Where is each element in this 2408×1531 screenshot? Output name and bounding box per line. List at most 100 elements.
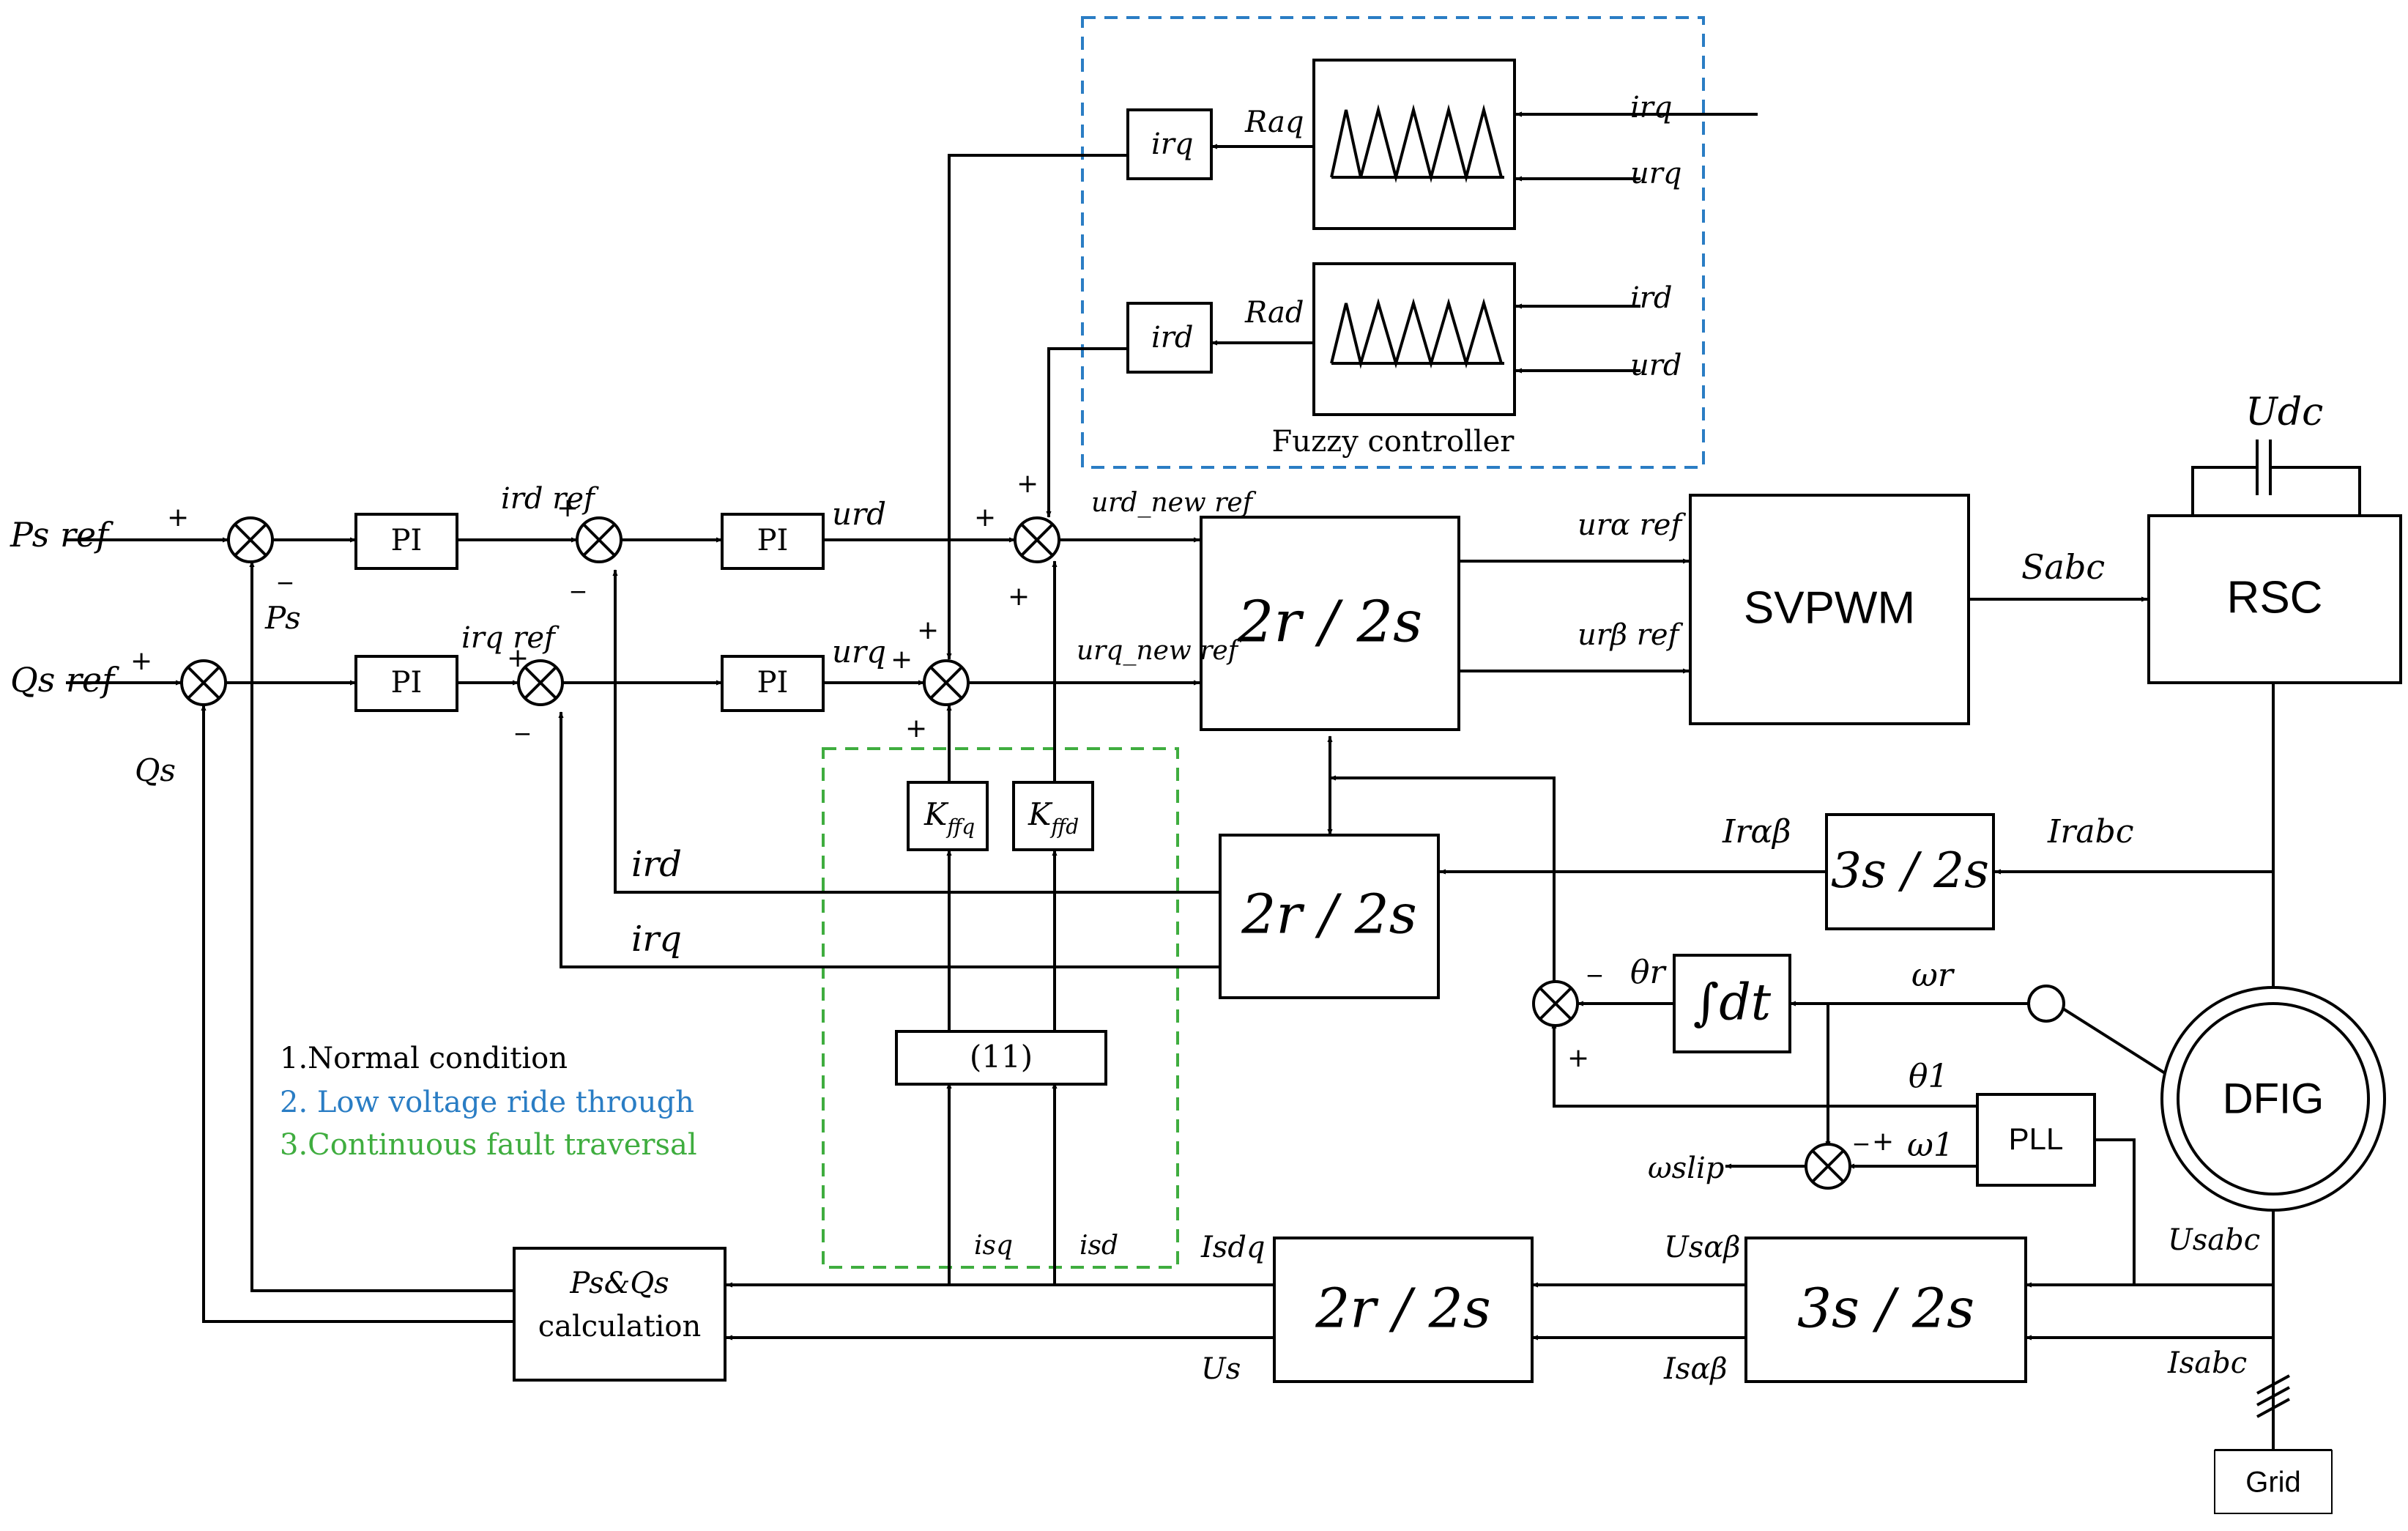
- svg-text:‒: ‒: [1853, 1128, 1870, 1158]
- svg-text:+: +: [891, 645, 913, 675]
- svg-text:(11): (11): [970, 1039, 1033, 1075]
- kffq-block: Kffq: [907, 781, 989, 851]
- label-isq: isq: [974, 1231, 1013, 1261]
- sum-junction-urq: [923, 659, 970, 706]
- label-ir-alpha-beta: Irαβ: [1722, 813, 1791, 850]
- label-urd: urd: [832, 496, 886, 532]
- svg-text:3s / 2s: 3s / 2s: [1797, 1277, 1974, 1340]
- label-urd-new: urd_new ref: [1091, 488, 1257, 518]
- svg-text:∫dt: ∫dt: [1693, 974, 1772, 1032]
- transform-2r2s-top: 2r / 2s: [1200, 516, 1460, 731]
- pi-block-1: PI: [354, 513, 458, 570]
- label-isabc: Isabc: [2167, 1346, 2247, 1380]
- label-qs: Qs: [135, 752, 176, 788]
- fuzzy-controller-region: [1081, 16, 1705, 469]
- svg-text:3s / 2s: 3s / 2s: [1831, 842, 1989, 899]
- label-isd: isd: [1079, 1231, 1118, 1261]
- svg-text:irq: irq: [1151, 127, 1194, 161]
- pi-block-3: PI: [354, 655, 458, 712]
- fuzzy-irq-block: irq: [1126, 108, 1213, 180]
- svg-text:+: +: [167, 503, 189, 533]
- transform-2r2s-mid: 2r / 2s: [1219, 834, 1440, 999]
- svg-text:ird: ird: [1151, 321, 1194, 355]
- fuzzy-membership-q: [1312, 59, 1516, 230]
- label-urq: urq: [832, 634, 886, 670]
- label-ps-ref: Ps ref: [10, 515, 114, 555]
- svg-text:+: +: [1017, 469, 1038, 499]
- svg-text:+: +: [130, 646, 152, 676]
- label-omega-slip: ωslip: [1648, 1152, 1724, 1185]
- label-ur-alpha: urα ref: [1578, 508, 1686, 542]
- feedforward-region: [822, 747, 1179, 1269]
- svg-text:Grid: Grid: [2245, 1467, 2301, 1499]
- sum-junction-theta: [1532, 980, 1579, 1027]
- svg-text:Kffd: Kffd: [1028, 796, 1079, 839]
- svg-text:PI: PI: [391, 524, 423, 557]
- fuzzy-controller-label: Fuzzy controller: [1272, 425, 1515, 459]
- legend-item-cft: 3.Continuous fault traversal: [280, 1128, 697, 1162]
- label-usabc: Usabc: [2168, 1223, 2260, 1257]
- label-omega-r: ωr: [1911, 957, 1955, 994]
- label-rad: Rad: [1244, 296, 1304, 330]
- label-fuzzy-urq: urq: [1630, 157, 1682, 190]
- label-fuzzy-irq: irq: [1630, 91, 1673, 125]
- psqs-calculation-block: Ps&Qs calculation: [513, 1247, 727, 1382]
- sum-junction-ird: [576, 516, 623, 563]
- label-ur-beta: urβ ref: [1578, 618, 1684, 652]
- transform-3s2s-bottom: 3s / 2s: [1744, 1237, 2027, 1383]
- dfig-machine: DFIG: [2160, 986, 2386, 1212]
- svg-text:2r / 2s: 2r / 2s: [1315, 1277, 1491, 1340]
- svpwm-block: SVPWM: [1689, 494, 1970, 725]
- svg-text:+: +: [1008, 582, 1030, 612]
- svg-text:+: +: [974, 503, 996, 533]
- label-us: Us: [1201, 1352, 1241, 1386]
- svg-text:PI: PI: [757, 666, 789, 700]
- transform-3s2s-mid: 3s / 2s: [1825, 813, 1995, 930]
- rsc-block: RSC: [2147, 514, 2402, 684]
- svg-text:calculation: calculation: [538, 1310, 702, 1343]
- svg-text:SVPWM: SVPWM: [1744, 582, 1915, 633]
- legend-item-lvrt: 2. Low voltage ride through: [280, 1086, 694, 1119]
- label-ps: Ps: [264, 600, 301, 636]
- sum-junction-qs: [180, 659, 227, 706]
- label-irq-ref: irq ref: [461, 621, 560, 655]
- svg-text:‒: ‒: [277, 567, 294, 597]
- svg-text:Kffq: Kffq: [924, 796, 975, 839]
- label-fuzzy-urd: urd: [1630, 349, 1682, 382]
- label-is-alpha-beta: Isαβ: [1663, 1352, 1727, 1386]
- integrator-block: ∫dt: [1673, 954, 1791, 1053]
- svg-text:‒: ‒: [570, 576, 587, 606]
- svg-text:+: +: [917, 615, 939, 645]
- svg-text:2r / 2s: 2r / 2s: [1237, 590, 1422, 656]
- label-irq-feedback: irq: [631, 919, 682, 960]
- svg-text:2r / 2s: 2r / 2s: [1241, 883, 1417, 946]
- sum-junction-ps: [227, 516, 274, 563]
- legend-item-normal: 1.Normal condition: [280, 1042, 568, 1075]
- label-urq-new: urq_new ref: [1077, 636, 1242, 666]
- svg-text:DFIG: DFIG: [2223, 1075, 2325, 1122]
- svg-text:PI: PI: [757, 524, 789, 557]
- sum-junction-urd: [1014, 516, 1060, 563]
- fuzzy-ird-block: ird: [1126, 302, 1213, 374]
- svg-text:+: +: [507, 643, 529, 673]
- label-sabc: Sabc: [2021, 547, 2105, 587]
- svg-text:RSC: RSC: [2227, 572, 2323, 623]
- sum-junction-irq: [517, 659, 564, 706]
- svg-text:+: +: [1567, 1043, 1589, 1073]
- svg-text:+: +: [1872, 1127, 1894, 1157]
- label-fuzzy-ird: ird: [1630, 281, 1673, 315]
- rotor-speed-sensor: [2027, 985, 2065, 1023]
- label-us-alpha-beta: Usαβ: [1664, 1231, 1740, 1264]
- fuzzy-membership-d: [1312, 262, 1516, 416]
- label-qs-ref: Qs ref: [10, 660, 119, 700]
- label-theta1: θ1: [1909, 1058, 1948, 1095]
- equation-11-block: (11): [895, 1030, 1107, 1086]
- pll-block: PLL: [1976, 1093, 2096, 1187]
- svg-text:Ps&Qs: Ps&Qs: [569, 1267, 669, 1300]
- kffd-block: Kffd: [1012, 781, 1094, 851]
- label-isdq: Isdq: [1200, 1231, 1266, 1264]
- pi-block-2: PI: [721, 513, 825, 570]
- sum-junction-slip: [1805, 1143, 1851, 1190]
- grid-block: Grid: [2214, 1450, 2333, 1514]
- svg-text:PLL: PLL: [2009, 1122, 2064, 1156]
